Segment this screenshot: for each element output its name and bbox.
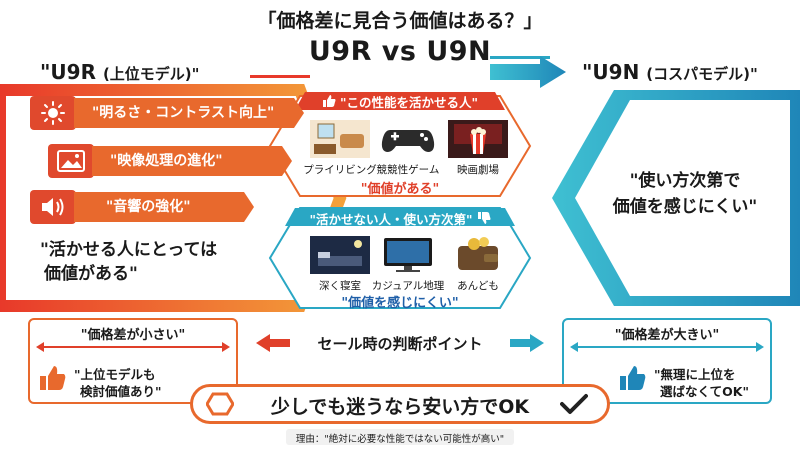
living-room-icon [310,120,370,158]
large-gap-title: "価格差が大きい" [614,328,720,343]
sale-arrow-right [510,334,544,352]
monitor-icon [378,236,438,274]
final-verdict-text: 少しでも迷うなら安い方でOK [270,396,530,418]
use-item-cinema: 映画劇場 [438,120,518,177]
header-line-left [250,75,310,78]
feature-row-brightness [30,96,304,130]
feature-row-image-processing [48,144,292,178]
u9n-name: "U9N [582,60,640,84]
u9r-conclusion: "活かせる人にとっては 価値がある" [40,240,218,284]
cannot-use-header: "活かせない人・使い方次第" [300,210,500,227]
thumbs-down-icon [477,212,491,224]
u9r-subtitle: (上位モデル)" [102,65,200,83]
game-controller-icon [378,120,438,158]
image-icon [48,144,94,178]
small-gap-text: "上位モデルも 検討価値あり" [74,367,162,399]
reason-box [286,429,514,445]
thumbs-up-orange-icon [40,366,66,394]
small-gap-title: "価格差が小さい" [80,328,186,343]
header-line-right [490,56,550,59]
u9r-heading: "U9R (上位モデル)" [40,60,199,84]
thumbs-up-blue-icon [620,366,646,394]
cinema-icon [448,120,508,158]
can-use-verdict: "価値がある" [360,182,440,197]
sale-arrow-left [256,334,290,352]
use-item-casual: カジュアル地理 [368,236,448,293]
bedroom-icon [310,236,370,274]
thumbs-up-icon [322,95,336,107]
u9n-heading: "U9N (コスパモデル)" [582,60,758,84]
u9r-name: "U9R [40,60,96,84]
vs-title: U9R vs U9N [308,36,492,67]
speaker-icon [30,190,76,224]
u9n-conclusion: "使い方次第で 価値を感じにくい" [612,171,758,217]
reason-text: 理由："絶対に必要な性能ではない可能性が高い" [295,434,505,445]
hexagon-icon [205,392,235,420]
sale-label: セール時の判断ポイント [317,335,483,353]
feature-label-image-processing: "映像処理の進化" [110,153,223,169]
use-item-budget: あんども [438,236,518,293]
u9n-subtitle: (コスパモデル)" [646,65,758,83]
use-item-gaming: 競競性ゲーム [368,120,448,177]
main-title: 「価格差に見合う価値はある？」 [257,10,543,32]
feature-label-brightness: "明るさ・コントラスト向上" [92,105,275,121]
final-verdict-box [190,384,610,424]
feature-row-sound [30,190,254,224]
teal-arrow [490,56,566,88]
feature-label-sound: "音響の強化" [106,199,191,215]
large-gap-arrow [570,342,764,352]
cannot-use-verdict: "価値を感じにくい" [341,296,459,311]
sun-icon [30,96,76,130]
checkmark-icon [560,392,588,420]
large-gap-text: "無理に上位を 選ばなくてOK" [654,367,749,399]
can-use-header: "この性能を活かせる人" [300,93,500,110]
use-item-living: プライリビング [300,120,380,177]
use-item-bedroom: 深く寝室 [300,236,380,293]
wallet-icon [448,236,508,274]
small-gap-arrow [36,342,230,352]
